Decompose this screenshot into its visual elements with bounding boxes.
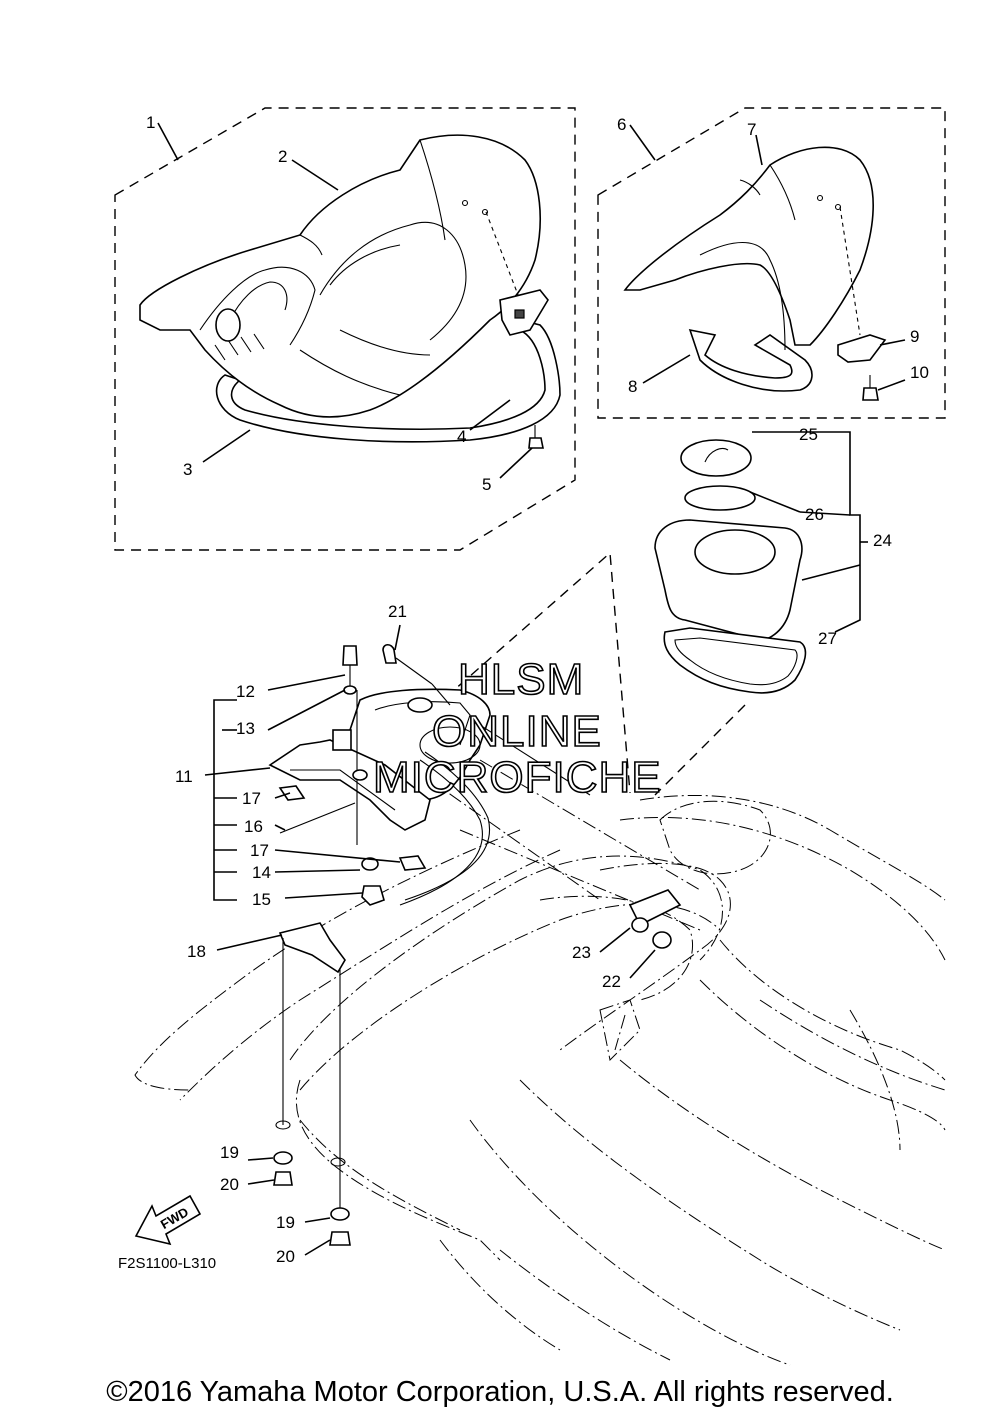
copyright-notice: ©2016 Yamaha Motor Corporation, U.S.A. A… — [106, 1376, 894, 1408]
callout-14: 14 — [252, 863, 271, 882]
callout-1: 1 — [146, 113, 155, 132]
callout-12: 12 — [236, 682, 255, 701]
seat-assembly-1-frame — [114, 107, 576, 551]
callout-17b: 17 — [250, 841, 269, 860]
rear-seat — [623, 146, 887, 401]
leader-dash-storage — [654, 704, 746, 796]
callout-8: 8 — [628, 377, 637, 396]
seat-assembly-6-frame — [597, 107, 946, 419]
callout-23: 23 — [572, 943, 591, 962]
storage-bin — [654, 439, 807, 694]
callout-10: 10 — [910, 363, 929, 382]
bracket-assembly — [268, 643, 591, 906]
callout-6: 6 — [617, 115, 626, 134]
callout-22: 22 — [602, 972, 621, 991]
front-seat — [139, 134, 561, 449]
callout-5: 5 — [482, 475, 491, 494]
fasteners-22-23 — [628, 889, 682, 949]
callout-15: 15 — [252, 890, 271, 909]
callout-24: 24 — [873, 531, 892, 550]
callout-20a: 20 — [220, 1175, 239, 1194]
callout-27: 27 — [818, 629, 837, 648]
callout-13: 13 — [236, 719, 255, 738]
watermark-line-3: MICROFICHE — [373, 753, 662, 802]
callout-19b: 19 — [276, 1213, 295, 1232]
callout-7: 7 — [747, 120, 756, 139]
callout-26: 26 — [805, 505, 824, 524]
leader-lines — [157, 122, 906, 1256]
callout-3: 3 — [183, 460, 192, 479]
callout-9: 9 — [910, 327, 919, 346]
watermark-line-2: ONLINE — [432, 707, 602, 756]
callout-17a: 17 — [242, 789, 261, 808]
callout-2: 2 — [278, 147, 287, 166]
callout-19a: 19 — [220, 1143, 239, 1162]
watermark-line-1: HLSM — [458, 655, 584, 704]
callout-18: 18 — [187, 942, 206, 961]
callout-4: 4 — [457, 427, 466, 446]
callout-20b: 20 — [276, 1247, 295, 1266]
callout-25: 25 — [799, 425, 818, 444]
leader-dash-seat — [419, 551, 631, 794]
figure-reference: F2S1100-L310 — [118, 1255, 216, 1272]
fwd-arrow-icon: FWD — [134, 1194, 202, 1246]
callout-21: 21 — [388, 602, 407, 621]
callout-16: 16 — [244, 817, 263, 836]
callout-11: 11 — [175, 767, 193, 786]
hull-outline — [134, 759, 946, 1366]
pad-assembly — [273, 922, 351, 1246]
